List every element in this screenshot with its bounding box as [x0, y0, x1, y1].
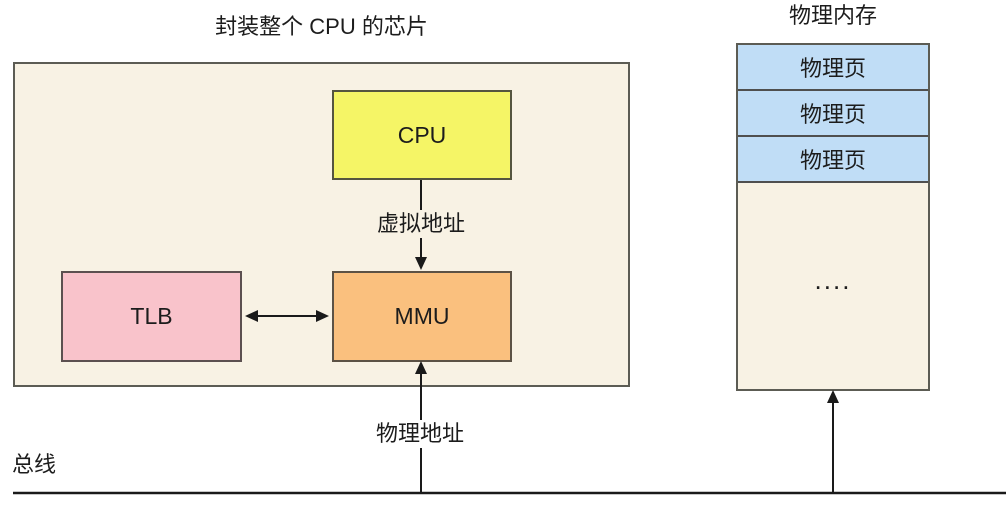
- physical-memory-box: 物理页 物理页 物理页 ....: [736, 43, 930, 391]
- physical-page-row: 物理页: [738, 45, 928, 91]
- physical-page-row: 物理页: [738, 137, 928, 183]
- chip-title: 封装整个 CPU 的芯片: [215, 14, 428, 39]
- bus-label: 总线: [12, 452, 57, 477]
- mmu-box: MMU: [332, 271, 512, 362]
- physical-page-label: 物理页: [799, 148, 866, 173]
- memory-ellipsis: ....: [814, 265, 852, 295]
- mmu-label: MMU: [394, 303, 450, 329]
- tlb-label: TLB: [130, 303, 173, 329]
- physical-page-row: 物理页: [738, 91, 928, 137]
- tlb-box: TLB: [61, 271, 242, 362]
- virtual-address-label: 虚拟地址: [373, 210, 469, 238]
- cpu-label: CPU: [397, 121, 447, 148]
- physical-page-label: 物理页: [799, 56, 866, 81]
- physical-address-label: 物理地址: [372, 420, 468, 448]
- physical-page-label: 物理页: [799, 102, 866, 127]
- memory-bus-arrow: [827, 390, 839, 492]
- physical-memory-title: 物理内存: [788, 3, 877, 28]
- cpu-box: CPU: [332, 90, 512, 180]
